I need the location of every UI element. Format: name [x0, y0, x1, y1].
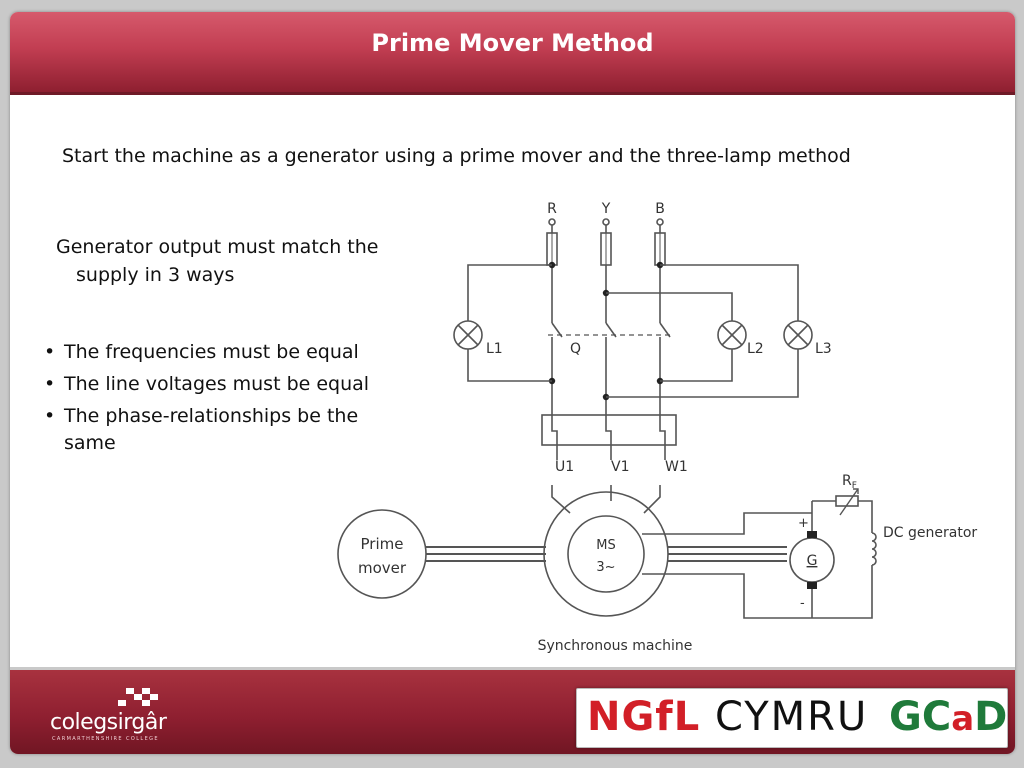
bullet-text: The line voltages must be equal	[64, 373, 370, 395]
terminal-u1: U1	[555, 459, 574, 475]
fuses	[546, 225, 666, 266]
footer-bar: colegsirgâr CARMARTHENSHIRE COLLEGE NGfL…	[10, 667, 1015, 754]
phase-label-y: Y	[601, 201, 611, 217]
gcad-text: GCaD	[889, 694, 1008, 740]
rheostat-label: RF	[842, 473, 857, 491]
lamp-label-l3: L3	[815, 341, 832, 357]
lamp-l2: L2	[606, 292, 764, 382]
bullet-item: • The line voltages must be equal	[44, 371, 404, 398]
minus-label: -	[800, 596, 805, 611]
flag-icon	[118, 688, 158, 706]
machine-label: 3~	[596, 560, 615, 575]
bullet-text: The phase-relationships be the same	[64, 405, 359, 454]
terminal-b	[656, 218, 664, 226]
bullet-glyph: •	[44, 405, 56, 427]
slide: Prime Mover Method Start the machine as …	[10, 12, 1015, 754]
header-bar: Prime Mover Method	[10, 12, 1015, 95]
switch-q: Q	[548, 322, 671, 357]
terminal-r	[548, 218, 556, 226]
dc-generator: G + - RF DC generator	[789, 473, 977, 619]
bullet-glyph: •	[44, 341, 56, 363]
synchronous-machine: MS 3~ Synchronous machine	[538, 491, 693, 654]
lamp-l1: L1	[453, 264, 552, 382]
prime-mover-label: mover	[358, 559, 407, 577]
bullet-list: • The frequencies must be equal • The line…	[44, 339, 404, 462]
terminal-y	[602, 218, 610, 226]
plus-label: +	[798, 516, 809, 531]
college-name: colegsirgâr	[50, 710, 167, 735]
college-subtitle: CARMARTHENSHIRE COLLEGE	[52, 736, 159, 742]
lamp-label-l1: L1	[486, 341, 503, 357]
lamp-label-l2: L2	[747, 341, 764, 357]
prime-mover-label: Prime	[361, 535, 404, 553]
generator-label: G	[807, 553, 818, 569]
phase-label-b: B	[655, 201, 665, 217]
bullet-glyph: •	[44, 373, 56, 395]
ngfl-cymru-logo: NGfL CYMRU GCaD	[576, 688, 1008, 748]
slide-content: Start the machine as a generator using a…	[10, 95, 1015, 667]
circuit-diagram: R Y B Q	[337, 201, 977, 654]
switch-label: Q	[570, 341, 581, 357]
lamp-l3: L3	[606, 264, 832, 398]
terminal-block: U1 V1 W1	[541, 414, 688, 475]
cymru-text: CYMRU	[715, 694, 869, 740]
intro-text: Start the machine as a generator using a…	[62, 145, 851, 167]
terminal-w1: W1	[665, 459, 688, 475]
college-logo: colegsirgâr CARMARTHENSHIRE COLLEGE	[48, 688, 178, 748]
bullet-text: The frequencies must be equal	[64, 341, 359, 363]
machine-label: MS	[596, 538, 615, 553]
ngfl-text: NGfL	[587, 694, 701, 740]
machine-caption: Synchronous machine	[538, 638, 693, 654]
shaft	[426, 546, 787, 562]
bullet-item: • The phase-relationships be the same	[44, 403, 404, 457]
dc-generator-label: DC generator	[883, 525, 977, 541]
field-winding	[871, 532, 877, 566]
terminal-v1: V1	[611, 459, 629, 475]
prime-mover: Prime mover	[337, 509, 427, 599]
phase-terminals: R Y B	[547, 201, 665, 226]
bullet-item: • The frequencies must be equal	[44, 339, 404, 366]
slide-title: Prime Mover Method	[371, 29, 654, 57]
match-text: Generator output must match the supply i…	[56, 236, 379, 286]
phase-label-r: R	[547, 201, 557, 217]
